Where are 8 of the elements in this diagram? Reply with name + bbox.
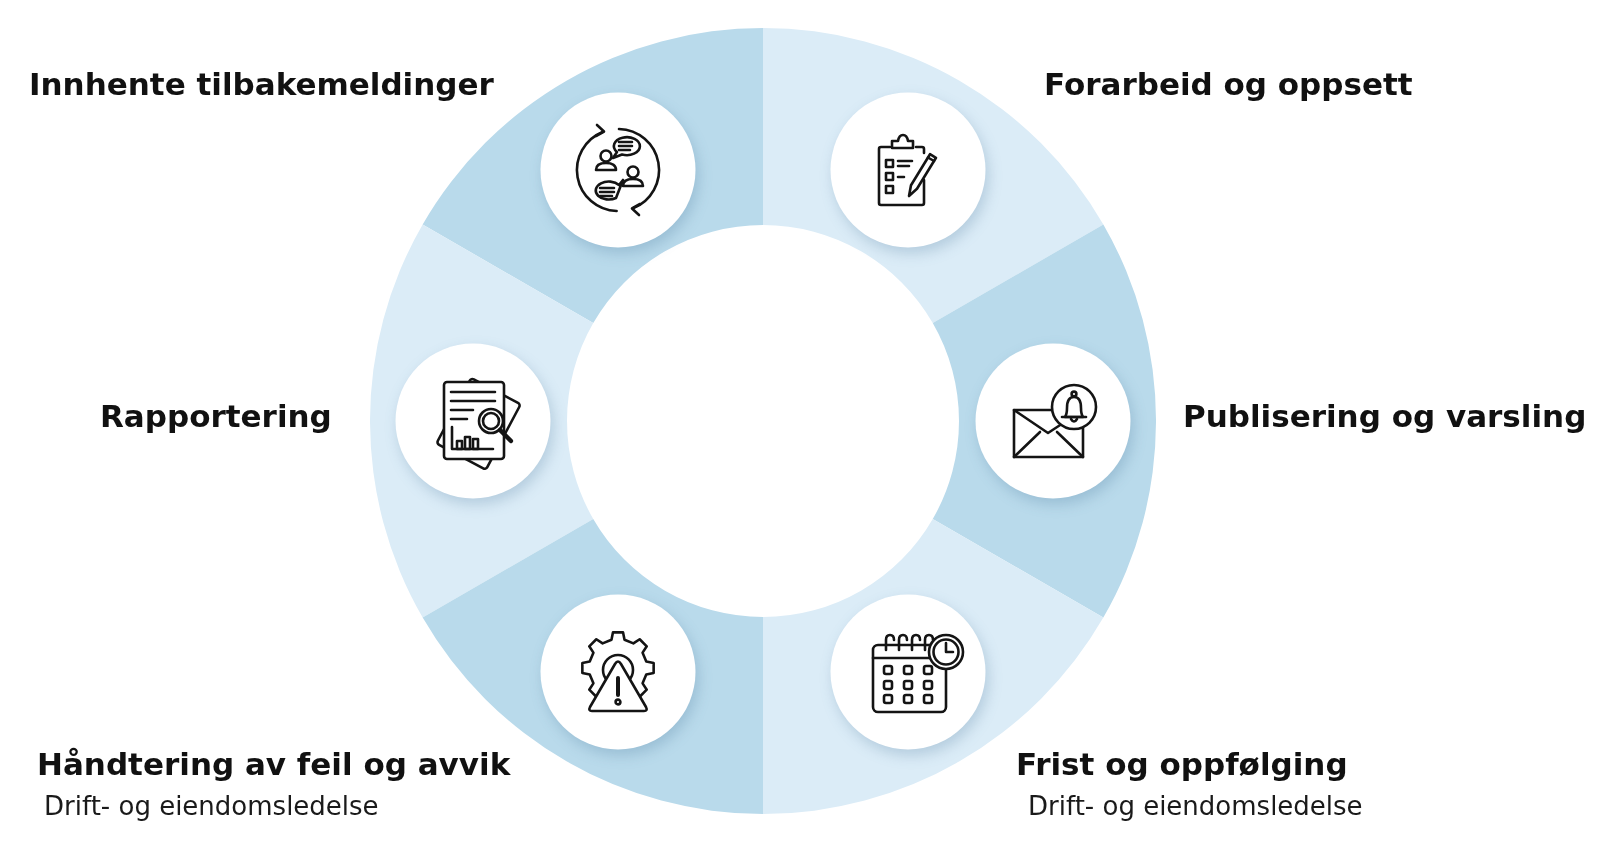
step-title: Håndtering av feil og avvik xyxy=(37,746,511,782)
step-title: Rapportering xyxy=(100,398,332,434)
step-title: Publisering og varsling xyxy=(1183,398,1587,434)
step-title: Forarbeid og oppsett xyxy=(1044,66,1413,102)
step-subtitle: Drift- og eiendomsledelse xyxy=(44,791,379,821)
step-subtitle: Drift- og eiendomsledelse xyxy=(1028,791,1363,821)
step-title: Innhente tilbakemeldinger xyxy=(29,66,494,102)
step-title: Frist og oppfølging xyxy=(1016,746,1348,782)
